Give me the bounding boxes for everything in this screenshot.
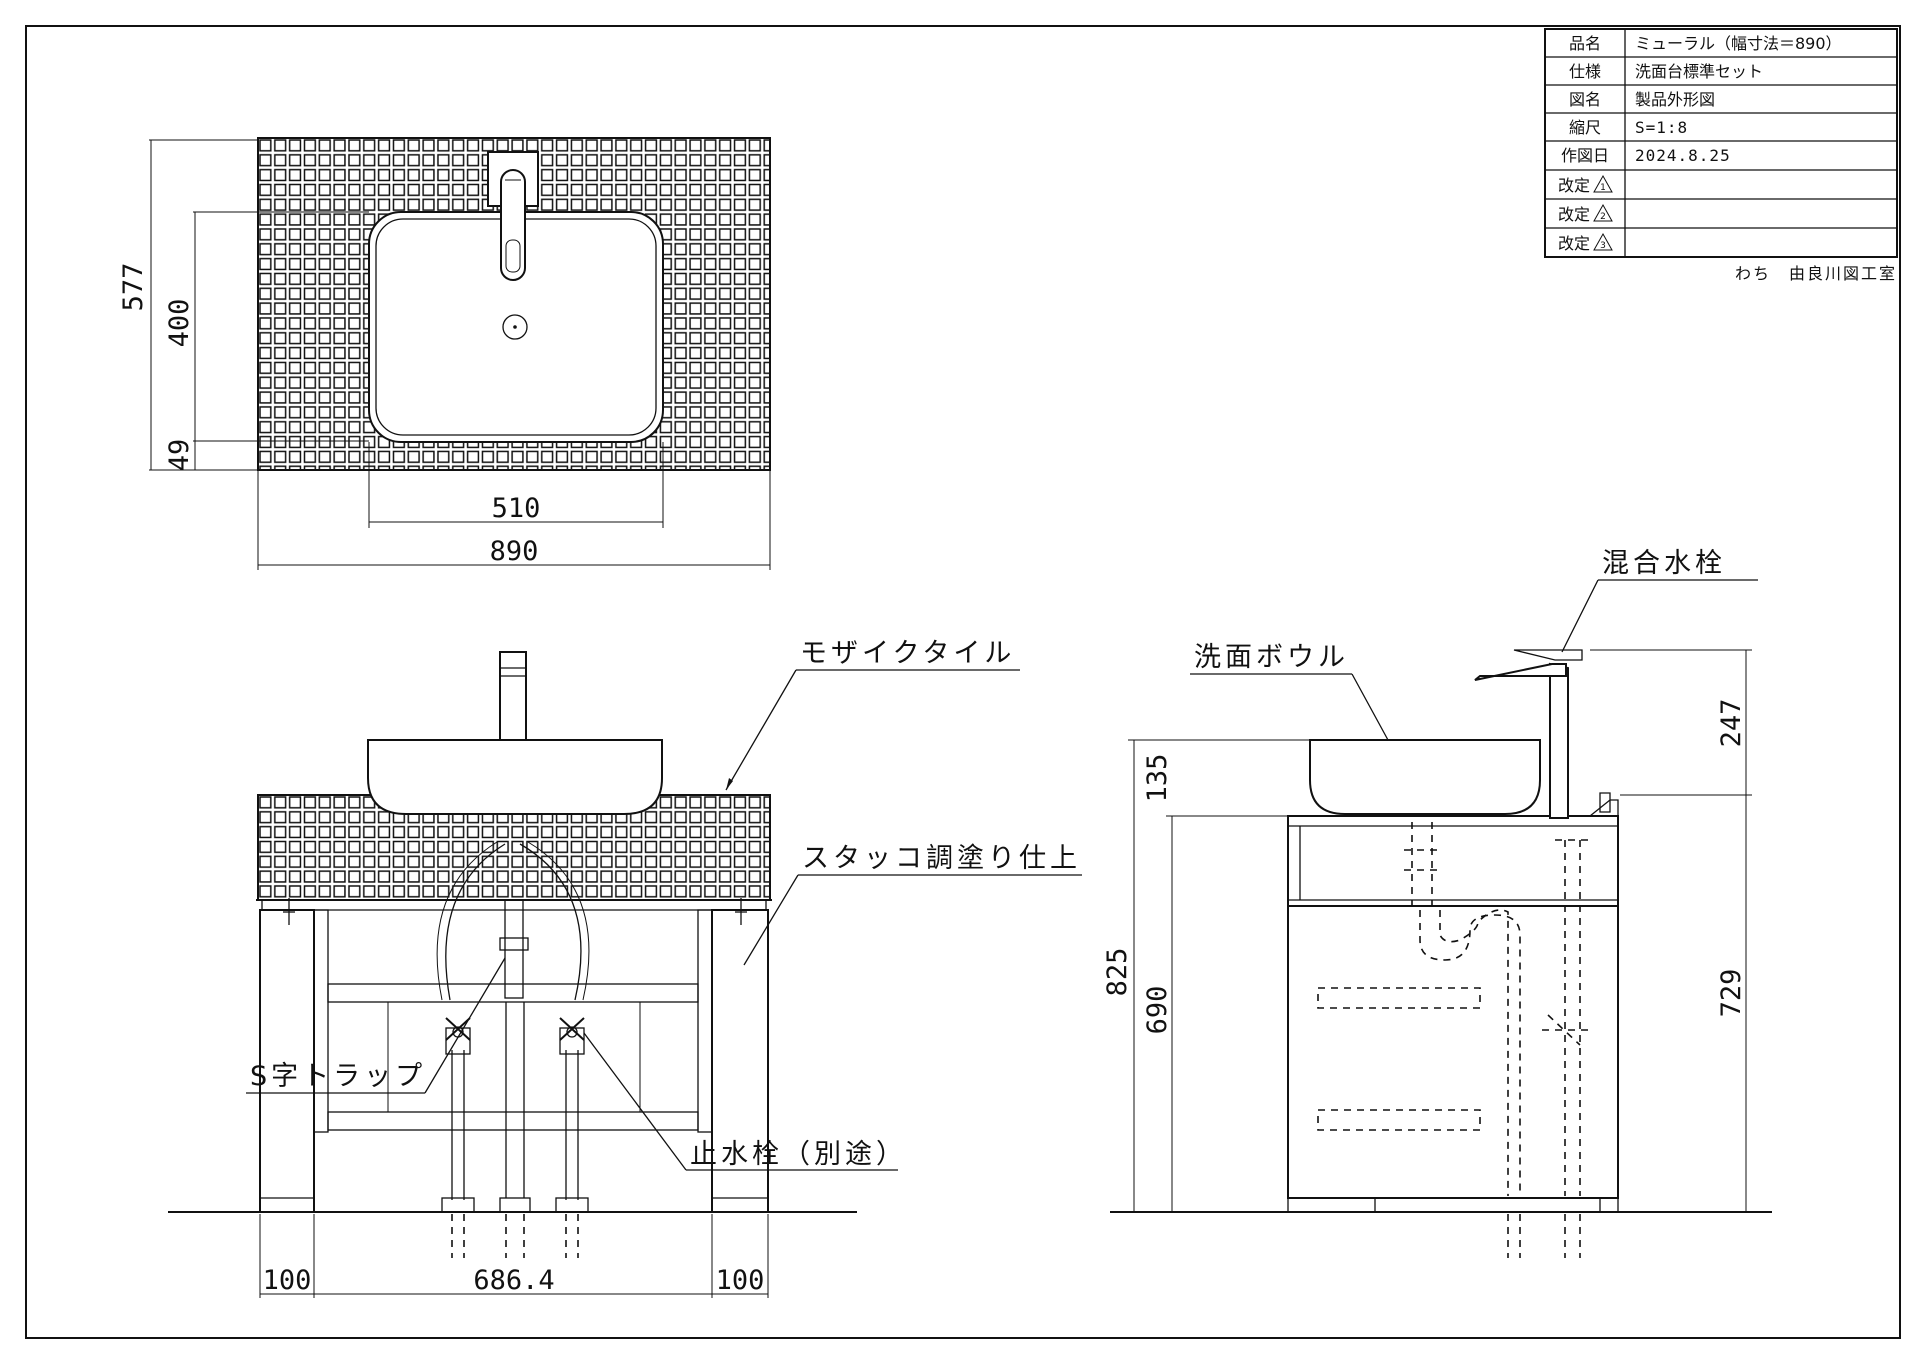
dim-front-100-right: 100 [716, 1265, 765, 1296]
tb-label-rev3: 改定 [1558, 234, 1590, 253]
drawing-border [25, 25, 1901, 1339]
front-left-leg [259, 909, 315, 1213]
tb-value-scale: S=1:8 [1635, 118, 1688, 137]
svg-text:2: 2 [1600, 212, 1606, 222]
revision-triangle-icon: 2 [1593, 203, 1613, 222]
front-upper-rail [327, 983, 699, 1003]
tb-value-hinmei: ミューラル（幅寸法＝890） [1635, 34, 1842, 53]
dim-front-100-left: 100 [263, 1265, 312, 1296]
dim-side-729: 729 [1716, 969, 1747, 1018]
wall-anchor-icon [283, 898, 295, 925]
front-s-trap [436, 841, 590, 1213]
front-lower-rail [327, 1111, 699, 1131]
dim-plan-400: 400 [164, 299, 195, 348]
wall-anchor-icon [735, 898, 747, 925]
plan-drain [502, 314, 528, 340]
dim-side-690: 690 [1142, 986, 1173, 1035]
side-cabinet [1287, 905, 1619, 1199]
svg-text:1: 1 [1600, 183, 1606, 193]
side-bowl [1309, 739, 1541, 815]
side-counter [1287, 815, 1619, 907]
tb-label-rev2: 改定 [1558, 205, 1590, 224]
tb-label-zumei: 図名 [1569, 90, 1601, 109]
dim-side-825: 825 [1102, 948, 1133, 997]
stop-valve-right [555, 1017, 589, 1213]
label-wash-bowl: 洗面ボウル [1194, 642, 1349, 673]
front-bowl [367, 739, 663, 815]
label-mosaic-tile: モザイクタイル [800, 638, 1015, 669]
side-view: 混合水栓 洗面ボウル 135 825 690 247 729 [1102, 548, 1772, 1258]
dim-side-135: 135 [1142, 754, 1173, 803]
front-right-leg [711, 909, 769, 1213]
label-mixing-faucet: 混合水栓 [1602, 548, 1726, 579]
label-stop-valve: 止水栓（別途） [690, 1139, 907, 1170]
label-stucco-finish: スタッコ調塗り仕上 [802, 843, 1081, 874]
dim-plan-577: 577 [118, 263, 149, 312]
revision-triangle-icon: 1 [1593, 174, 1613, 193]
tb-value-zumei: 製品外形図 [1635, 90, 1715, 109]
tb-label-hinmei: 品名 [1569, 34, 1601, 53]
studio-name: わち 由良川図工室 [1735, 264, 1897, 283]
dim-front-686: 686.4 [473, 1265, 554, 1296]
label-s-trap: S字トラップ [250, 1061, 426, 1092]
stop-valve-left [441, 1017, 475, 1213]
tb-label-rev1: 改定 [1558, 176, 1590, 195]
dim-plan-510: 510 [492, 493, 541, 524]
side-faucet [1474, 649, 1583, 819]
svg-text:3: 3 [1600, 241, 1606, 251]
tb-label-scale: 縮尺 [1569, 118, 1601, 137]
dim-plan-49: 49 [164, 439, 195, 472]
side-hidden-piping [1317, 822, 1590, 1258]
tb-value-date: 2024.8.25 [1635, 146, 1731, 165]
plan-faucet-spout [500, 169, 526, 281]
revision-triangle-icon: 3 [1593, 232, 1613, 251]
tb-label-date: 作図日 [1561, 146, 1609, 165]
dim-plan-890: 890 [490, 536, 539, 567]
dim-side-247: 247 [1716, 699, 1747, 748]
title-block: 品名 ミューラル（幅寸法＝890） 仕様 洗面台標準セット 図名 製品外形図 縮… [1544, 28, 1898, 283]
plan-view: 577 400 49 510 890 [118, 137, 771, 570]
front-faucet [499, 651, 527, 743]
front-view: モザイクタイル スタッコ調塗り仕上 S字トラップ 止水栓（別途） 100 686… [168, 638, 1082, 1298]
tb-label-shiyou: 仕様 [1569, 62, 1601, 81]
tb-value-shiyou: 洗面台標準セット [1635, 62, 1763, 81]
